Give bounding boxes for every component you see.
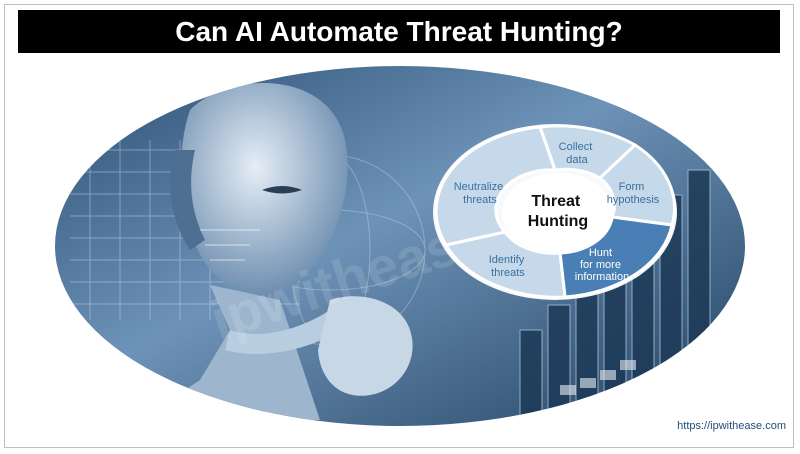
step-collect-data: Collect data: [559, 141, 596, 166]
cycle-segment-identify: [443, 230, 567, 299]
threat-hunting-cycle: Threat Hunting Collect data Form hypothe…: [433, 124, 677, 300]
cycle-segment-neutralize: [434, 125, 558, 247]
page-title: Can AI Automate Threat Hunting?: [18, 10, 780, 53]
cycle-center-title: Threat Hunting: [528, 193, 588, 230]
step-neutralize-threats: Neutralize threats: [454, 181, 507, 206]
robot-illustration: [140, 82, 413, 420]
step-form-hypothesis: Form hypothesis: [607, 181, 660, 206]
bar-chart-graphic: [519, 169, 711, 426]
step-identify-threats: Identify threats: [489, 254, 528, 279]
footer-url-link[interactable]: https://ipwithease.com: [677, 420, 786, 432]
step-hunt-information: Hunt for more information: [575, 247, 629, 283]
